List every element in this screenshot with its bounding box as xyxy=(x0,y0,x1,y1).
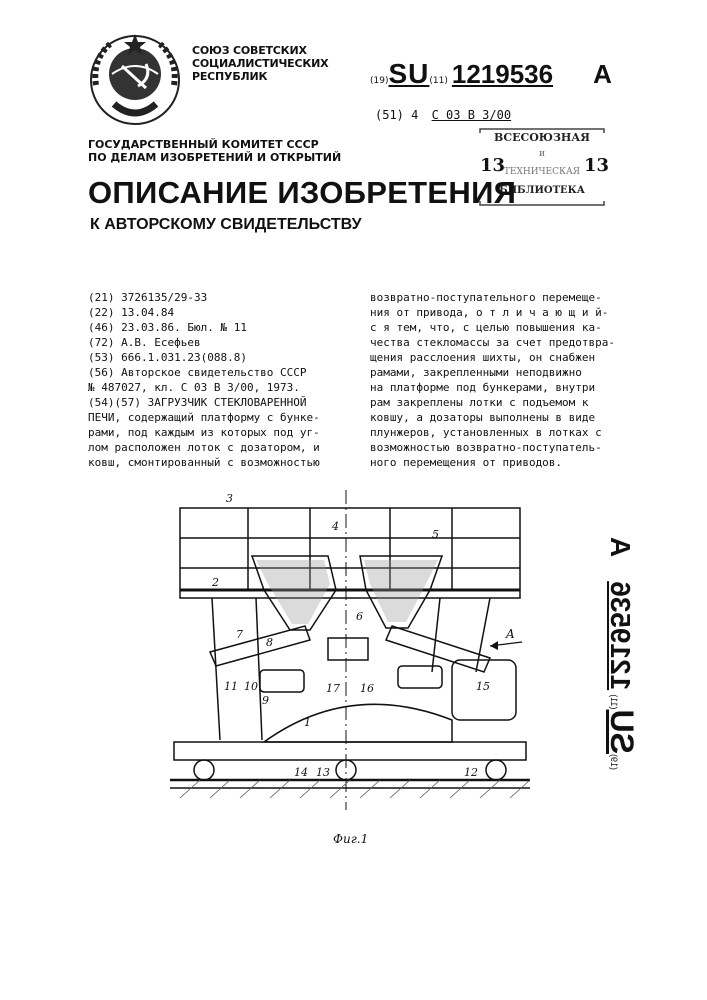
committee-line: ГОСУДАРСТВЕННЫЙ КОМИТЕТ СССР xyxy=(88,138,341,151)
org-line: СОЮЗ СОВЕТСКИХ xyxy=(192,44,328,57)
label-17: 17 xyxy=(326,682,340,695)
text-line: с я тем, что, с целью повышения ка- xyxy=(370,320,630,335)
organization-block: СОЮЗ СОВЕТСКИХ СОЦИАЛИСТИЧЕСКИХ РЕСПУБЛИ… xyxy=(192,44,328,83)
text-line: возвратно-поступательного перемеще- xyxy=(370,290,630,305)
stamp-line-1: ВСЕСОЮЗНАЯ xyxy=(476,131,608,144)
ussr-emblem xyxy=(86,30,184,128)
stamp-num-right: 13 xyxy=(584,155,609,176)
label-7: 7 xyxy=(236,628,243,641)
text-line: рам закреплены лотки с подъемом к xyxy=(370,395,630,410)
code-51: (51) 4 xyxy=(375,108,418,122)
org-line: РЕСПУБЛИК xyxy=(192,70,328,83)
text-line: рамами, закрепленными неподвижно xyxy=(370,365,630,380)
org-line: СОЦИАЛИСТИЧЕСКИХ xyxy=(192,57,328,70)
label-5: 5 xyxy=(432,528,439,541)
document-subtitle: К АВТОРСКОМУ СВИДЕТЕЛЬСТВУ xyxy=(90,216,362,234)
label-11: 11 xyxy=(224,680,238,693)
text-line: (56) Авторское свидетельство СССР xyxy=(88,365,350,380)
document-title: ОПИСАНИЕ ИЗОБРЕТЕНИЯ xyxy=(88,175,516,211)
text-line: (22) 13.04.84 xyxy=(88,305,350,320)
claim-column: возвратно-поступательного перемеще- ния … xyxy=(370,290,630,470)
platform xyxy=(174,742,526,760)
text-line: (21) 3726135/29-33 xyxy=(88,290,350,305)
country-code: SU xyxy=(388,58,429,89)
bucket xyxy=(328,638,368,660)
text-line: (72) А.В. Есефьев xyxy=(88,335,350,350)
label-15: 15 xyxy=(476,680,490,693)
committee-block: ГОСУДАРСТВЕННЫЙ КОМИТЕТ СССР ПО ДЕЛАМ ИЗ… xyxy=(88,138,341,164)
ipc-value: С 03 В 3/00 xyxy=(432,108,511,122)
label-12: 12 xyxy=(464,766,478,779)
label-14: 14 xyxy=(294,766,308,779)
text-line: (54)(57) ЗАГРУЗЧИК СТЕКЛОВАРЕННОЙ xyxy=(88,395,350,410)
side-country: SU xyxy=(604,710,640,754)
text-line: чества стекломассы за счет предотвра- xyxy=(370,335,630,350)
motor-left xyxy=(260,670,304,692)
side-number: 1219536 xyxy=(605,581,636,690)
label-2: 2 xyxy=(211,576,219,589)
label-A: A xyxy=(505,627,515,641)
text-line: лом расположен лоток с дозатором, и xyxy=(88,440,350,455)
label-10: 10 xyxy=(244,680,258,693)
text-line: на платформе под бункерами, внутри xyxy=(370,380,630,395)
text-line: плунжеров, установленных в лотках с xyxy=(370,425,630,440)
label-8: 8 xyxy=(266,636,273,649)
text-line: рами, под каждым из которых под уг- xyxy=(88,425,350,440)
label-1: 1 xyxy=(304,716,311,729)
text-line: ПЕЧИ, содержащий платформу с бунке- xyxy=(88,410,350,425)
kind-code: A xyxy=(593,59,612,89)
stamp-num-left: 13 xyxy=(480,155,505,176)
bibliographic-column: (21) 3726135/29-33 (22) 13.04.84 (46) 23… xyxy=(88,290,350,470)
tray-right xyxy=(386,626,490,672)
committee-line: ПО ДЕЛАМ ИЗОБРЕТЕНИЙ И ОТКРЫТИЙ xyxy=(88,151,341,164)
text-line: (46) 23.03.86. Бюл. № 11 xyxy=(88,320,350,335)
text-line: щения расслоения шихты, он снабжен xyxy=(370,350,630,365)
code-11: (11) xyxy=(429,76,447,86)
text-line: № 487027, кл. С 03 В 3/00, 1973. xyxy=(88,380,350,395)
frame-outer xyxy=(180,508,520,598)
side-kind: A xyxy=(605,537,636,557)
text-line: ковш, смонтированный с возможностью xyxy=(88,455,350,470)
label-16: 16 xyxy=(360,682,374,695)
label-3: 3 xyxy=(226,492,233,505)
motor-right xyxy=(398,666,442,688)
side-patent-number: (19)SU(11)1219536A xyxy=(640,500,690,770)
side-code-19: (19) xyxy=(609,754,619,770)
text-line: (53) 666.1.031.23(088.8) xyxy=(88,350,350,365)
text-line: ковшу, а дозаторы выполнены в виде xyxy=(370,410,630,425)
tray-left xyxy=(210,626,310,666)
text-line: возможностью возвратно-поступатель- xyxy=(370,440,630,455)
side-code-11: (11) xyxy=(609,694,619,709)
ipc-class: (51) 4 С 03 В 3/00 xyxy=(375,108,511,122)
label-9: 9 xyxy=(262,694,269,707)
technical-drawing: 3 2 4 5 6 7 8 9 10 11 1 12 13 14 15 16 1… xyxy=(160,480,540,830)
label-6: 6 xyxy=(356,610,363,623)
label-13: 13 xyxy=(316,766,330,779)
text-line: ния от привода, о т л и ч а ю щ и й- xyxy=(370,305,630,320)
code-19: (19) xyxy=(370,76,388,86)
patent-header: (19)SU(11) 1219536 A xyxy=(370,58,612,90)
text-line: ного перемещения от приводов. xyxy=(370,455,630,470)
figure-caption: Фиг.1 xyxy=(333,832,368,846)
label-4: 4 xyxy=(331,520,339,533)
patent-number: 1219536 xyxy=(452,59,553,89)
